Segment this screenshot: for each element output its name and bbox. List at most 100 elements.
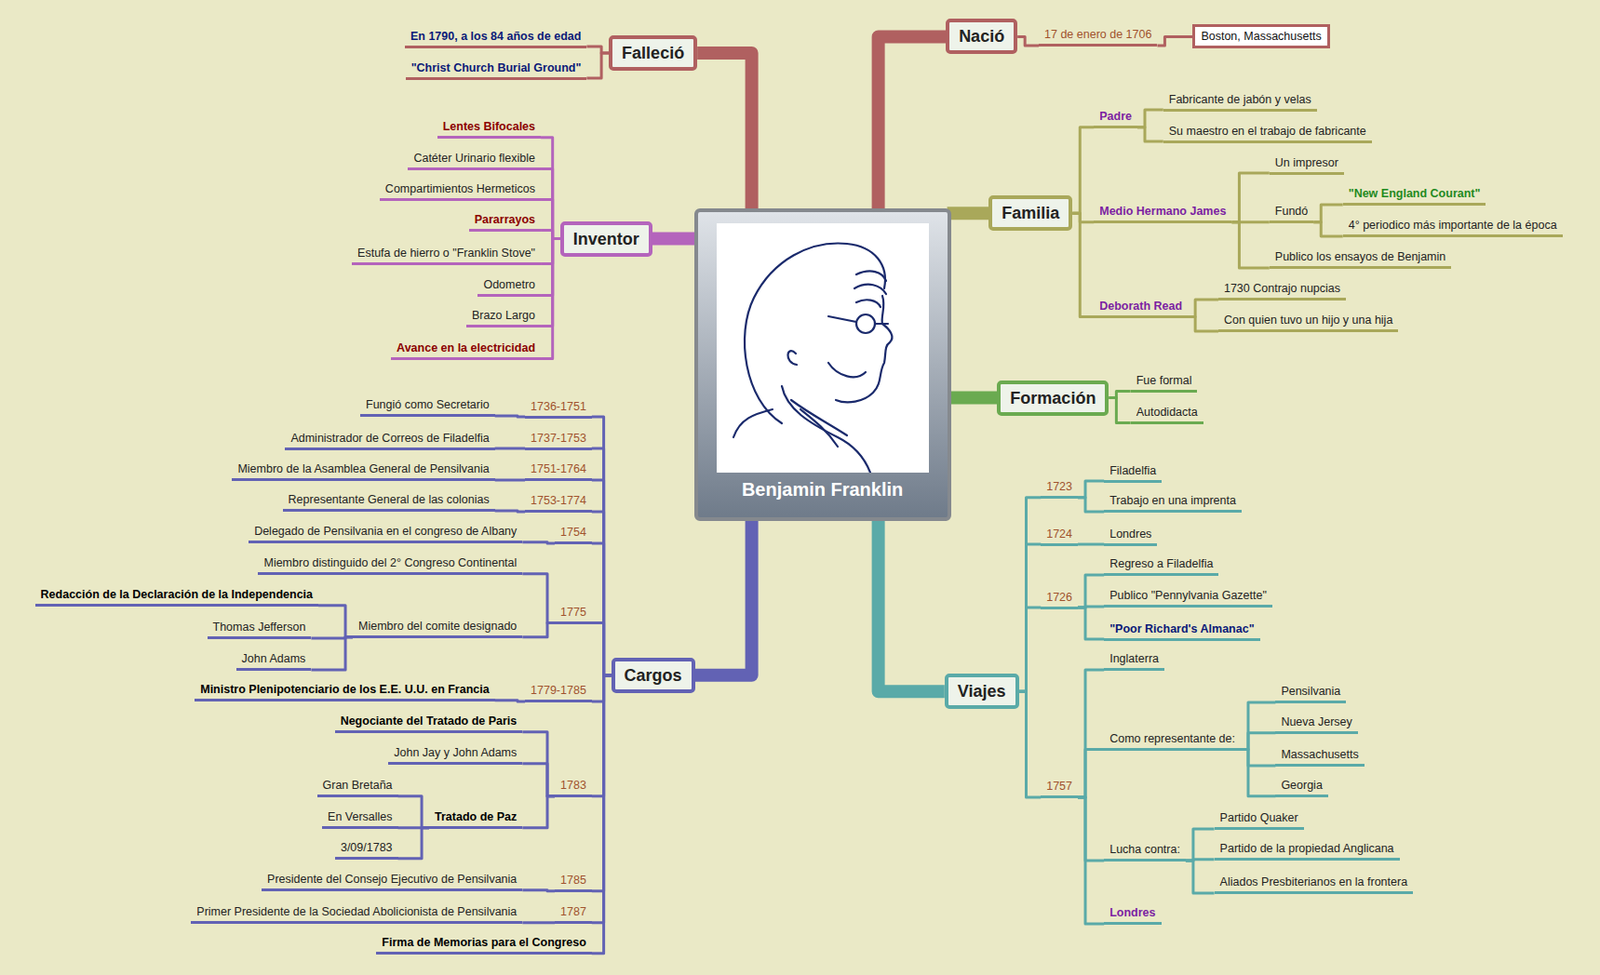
underlined-topic: Miembro del comite designado xyxy=(352,618,523,639)
underlined-topic: 1775 xyxy=(554,604,592,625)
connector xyxy=(318,605,353,638)
underlined-topic: Un impresor xyxy=(1269,154,1345,175)
underlined-topic: 1726 xyxy=(1040,589,1078,610)
underlined-topic: 1757 xyxy=(1040,778,1078,799)
topic-text: Publico "Pennylvania Gazette" xyxy=(1109,589,1267,603)
topic-text: Primer Presidente de la Sociedad Abolici… xyxy=(196,905,517,919)
underlined-topic: Fabricante de jabón y velas xyxy=(1163,91,1318,112)
connector xyxy=(398,828,431,860)
branch-box: Cargos xyxy=(611,658,696,694)
connector xyxy=(495,510,525,512)
topic-text: Redacción de la Declaración de la Indepe… xyxy=(40,588,313,602)
connector xyxy=(522,764,555,797)
underlined-topic: Lucha contra: xyxy=(1103,841,1186,862)
connector xyxy=(1185,860,1215,894)
connector xyxy=(1019,607,1042,692)
topic-text: Trabajo en una imprenta xyxy=(1109,494,1237,508)
topic-text: Publico los ensayos de Benjamin xyxy=(1275,250,1446,264)
topic-text: Tratado de Paz xyxy=(434,810,517,824)
connector xyxy=(1077,797,1104,925)
topic-text: Miembro del comite designado xyxy=(358,619,517,633)
underlined-topic: Redacción de la Declaración de la Indepe… xyxy=(35,586,319,607)
topic-text: Autodidacta xyxy=(1136,405,1198,419)
central-title: Benjamin Franklin xyxy=(698,478,948,501)
underlined-topic: Partido Quaker xyxy=(1214,809,1305,831)
connector xyxy=(591,448,612,676)
underlined-topic: Pararrayos xyxy=(469,211,541,232)
topic-text: Londres xyxy=(1109,906,1156,920)
topic-text: Pararrayos xyxy=(474,213,536,227)
underlined-topic: Publico los ensayos de Benjamin xyxy=(1269,248,1452,269)
underlined-topic: Fundó xyxy=(1269,202,1314,224)
underlined-topic: Presidente del Consejo Ejecutivo de Pens… xyxy=(261,871,523,892)
underlined-topic: En 1790, a los 84 años de edad xyxy=(404,27,587,49)
topic-text: Partido Quaker xyxy=(1220,811,1299,825)
connector xyxy=(1072,213,1094,317)
underlined-topic: Firma de Memorias para el Congreso xyxy=(376,934,592,955)
connector xyxy=(1077,543,1104,547)
underlined-topic: "New England Courant" xyxy=(1343,185,1487,206)
underlined-topic: Massachusetts xyxy=(1275,746,1364,767)
topic-text: 4° periodico más importante de la época xyxy=(1348,218,1558,232)
underlined-topic: Georgia xyxy=(1275,777,1328,798)
connector xyxy=(1108,398,1130,424)
topic-text: 17 de enero de 1706 xyxy=(1044,27,1152,41)
connector xyxy=(1077,749,1104,798)
underlined-topic: Miembro distinguido del 2° Congreso Cont… xyxy=(257,554,523,576)
topic-text: 3/09/1783 xyxy=(340,841,393,855)
topic-text: Presidente del Consejo Ejecutivo de Pens… xyxy=(267,873,517,887)
connector xyxy=(947,391,998,405)
underlined-topic: Lentes Bifocales xyxy=(437,118,541,139)
topic-text: Miembro de la Asamblea General de Pensil… xyxy=(237,462,489,476)
connector xyxy=(522,890,555,892)
connector xyxy=(1156,36,1193,46)
underlined-topic: Publico "Pennylvania Gazette" xyxy=(1103,587,1273,608)
topic-text: 1726 xyxy=(1046,591,1073,605)
connector xyxy=(398,796,431,829)
topic-text: Gran Bretaña xyxy=(322,779,393,793)
connector xyxy=(695,517,753,675)
connector xyxy=(1017,36,1039,46)
topic-text: Regreso a Filadelfia xyxy=(1109,557,1213,571)
underlined-topic: Padre xyxy=(1093,107,1138,129)
connector xyxy=(947,206,990,220)
topic-text: Inglaterra xyxy=(1109,652,1159,666)
connector xyxy=(591,675,612,955)
underlined-topic: Primer Presidente de la Sociedad Abolici… xyxy=(190,903,523,925)
connector xyxy=(591,622,612,675)
topic-text: Formación xyxy=(1009,389,1096,408)
underlined-topic: 1723 xyxy=(1040,478,1078,499)
topic-text: 1737-1753 xyxy=(530,431,587,445)
connector xyxy=(540,200,561,240)
topic-text: "Poor Richard's Almanac" xyxy=(1109,622,1254,636)
topic-text: Boston, Massachusetts xyxy=(1200,29,1321,43)
topic-text: Massachusetts xyxy=(1280,748,1358,762)
underlined-topic: Deborath Read xyxy=(1093,297,1188,319)
topic-text: Lucha contra: xyxy=(1109,843,1181,857)
connector xyxy=(1240,749,1276,796)
connector xyxy=(1187,299,1219,318)
topic-text: Fungió como Secretario xyxy=(365,398,490,412)
topic-text: 1779-1785 xyxy=(530,684,587,698)
connector xyxy=(591,416,612,676)
underlined-topic: Estufa de hierro o "Franklin Stove" xyxy=(351,244,541,266)
topic-text: Aliados Presbiterianos en la frontera xyxy=(1220,875,1409,889)
underlined-topic: 1753-1774 xyxy=(524,492,592,513)
topic-text: Lentes Bifocales xyxy=(443,120,536,134)
topic-text: Odometro xyxy=(483,278,536,292)
topic-text: 1751-1764 xyxy=(530,462,587,476)
topic-text: Nueva Jersey xyxy=(1280,715,1352,729)
underlined-topic: Negociante del Tratado de Paris xyxy=(335,712,524,734)
topic-text: Su maestro en el trabajo de fabricante xyxy=(1169,124,1367,138)
underlined-topic: Regreso a Filadelfia xyxy=(1103,555,1219,577)
underlined-topic: 3/09/1783 xyxy=(335,839,399,861)
topic-text: Inventor xyxy=(573,229,640,249)
topic-text: Padre xyxy=(1099,109,1132,123)
topic-text: 1775 xyxy=(560,605,587,619)
topic-text: Firma de Memorias para el Congreso xyxy=(381,936,587,950)
connector xyxy=(1313,222,1343,237)
topic-text: Partido de la propiedad Anglicana xyxy=(1220,842,1395,856)
topic-text: Fabricante de jabón y velas xyxy=(1169,93,1312,107)
branch-box: Inventor xyxy=(560,221,653,257)
